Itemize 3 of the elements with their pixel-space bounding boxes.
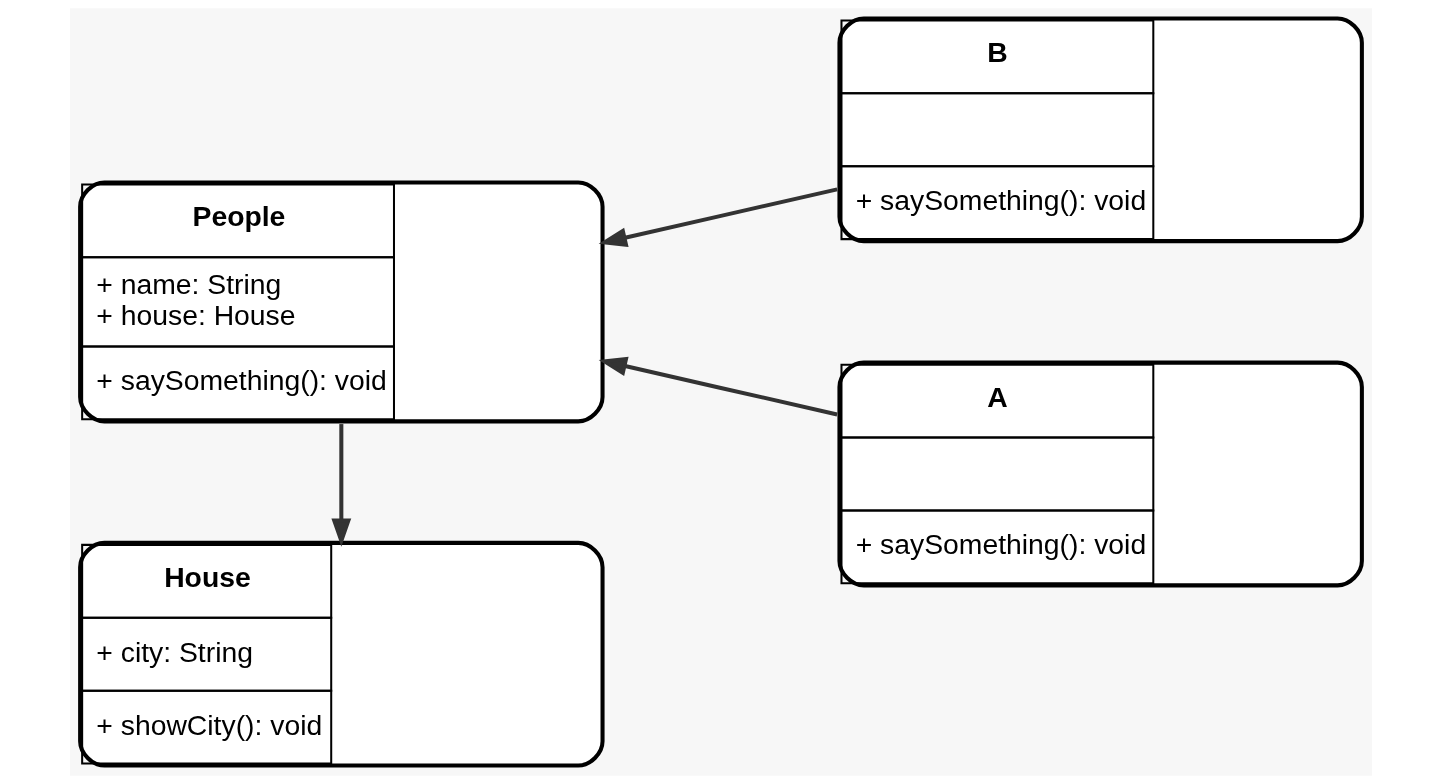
arrow bbox=[598, 187, 838, 248]
arrow bbox=[331, 424, 352, 547]
arrow bbox=[598, 356, 838, 417]
